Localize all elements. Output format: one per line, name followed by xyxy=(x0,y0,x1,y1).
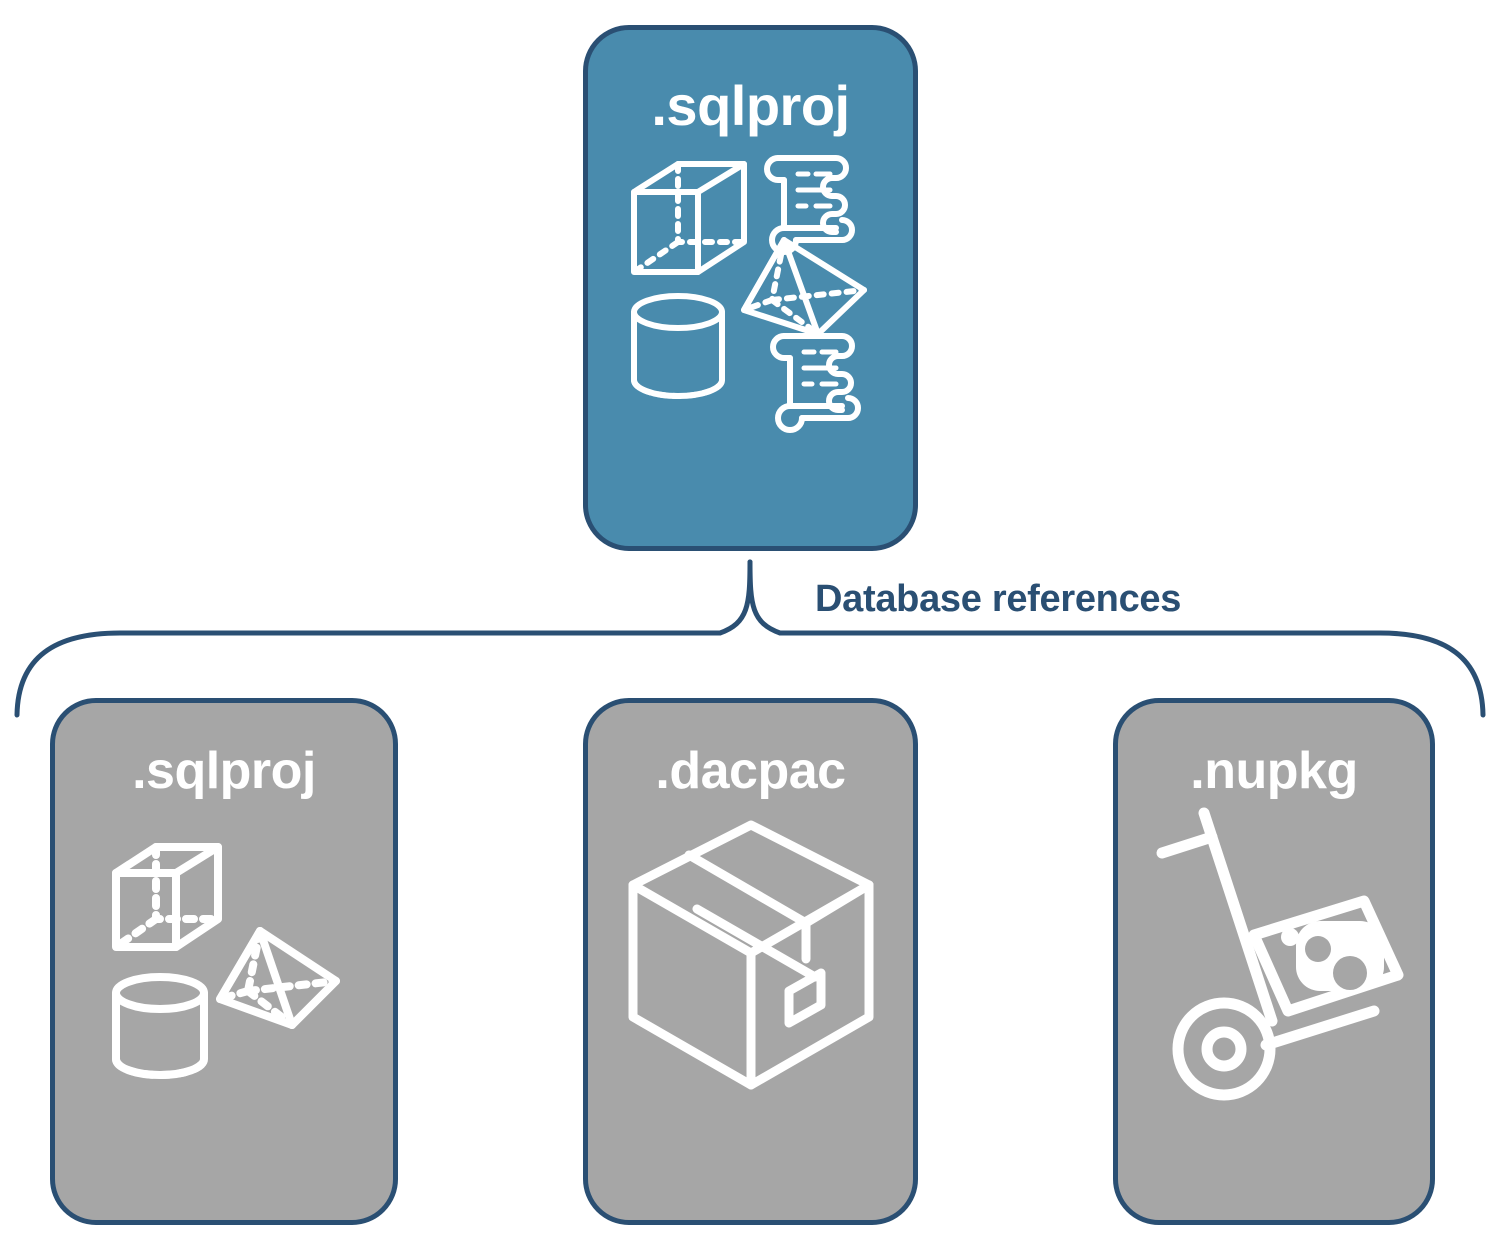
card-title: .sqlproj xyxy=(132,742,316,800)
card-artwork xyxy=(74,809,374,1119)
script-scroll-icon xyxy=(769,333,861,433)
nuget-package-icon xyxy=(1248,895,1404,1017)
card-dacpac-reference[interactable]: .dacpac xyxy=(583,698,918,1225)
cube-icon xyxy=(630,161,747,275)
connector-label: Database references xyxy=(815,578,1182,620)
pyramid-icon xyxy=(740,237,867,337)
cylinder-icon xyxy=(112,973,208,1079)
script-scroll-icon xyxy=(763,155,855,255)
hand-truck-icon xyxy=(1156,807,1380,1101)
card-sqlproj-root[interactable]: .sqlproj xyxy=(583,25,918,551)
card-nupkg-reference[interactable]: .nupkg xyxy=(1113,698,1435,1225)
nuget-logo-glyph xyxy=(1281,921,1384,991)
pyramid-icon xyxy=(216,927,340,1029)
card-title: .sqlproj xyxy=(651,74,850,137)
nuget-logo-dots xyxy=(1305,936,1367,990)
card-artwork xyxy=(626,144,876,434)
card-artwork xyxy=(1124,807,1424,1119)
cylinder-icon xyxy=(630,293,725,399)
card-artwork xyxy=(601,809,901,1119)
database-references-brace xyxy=(14,559,1486,718)
shipping-box-icon xyxy=(628,820,873,1090)
cube-icon xyxy=(112,843,222,951)
card-sqlproj-reference[interactable]: .sqlproj xyxy=(50,698,398,1225)
card-title: .dacpac xyxy=(655,742,846,800)
card-title: .nupkg xyxy=(1190,742,1358,800)
